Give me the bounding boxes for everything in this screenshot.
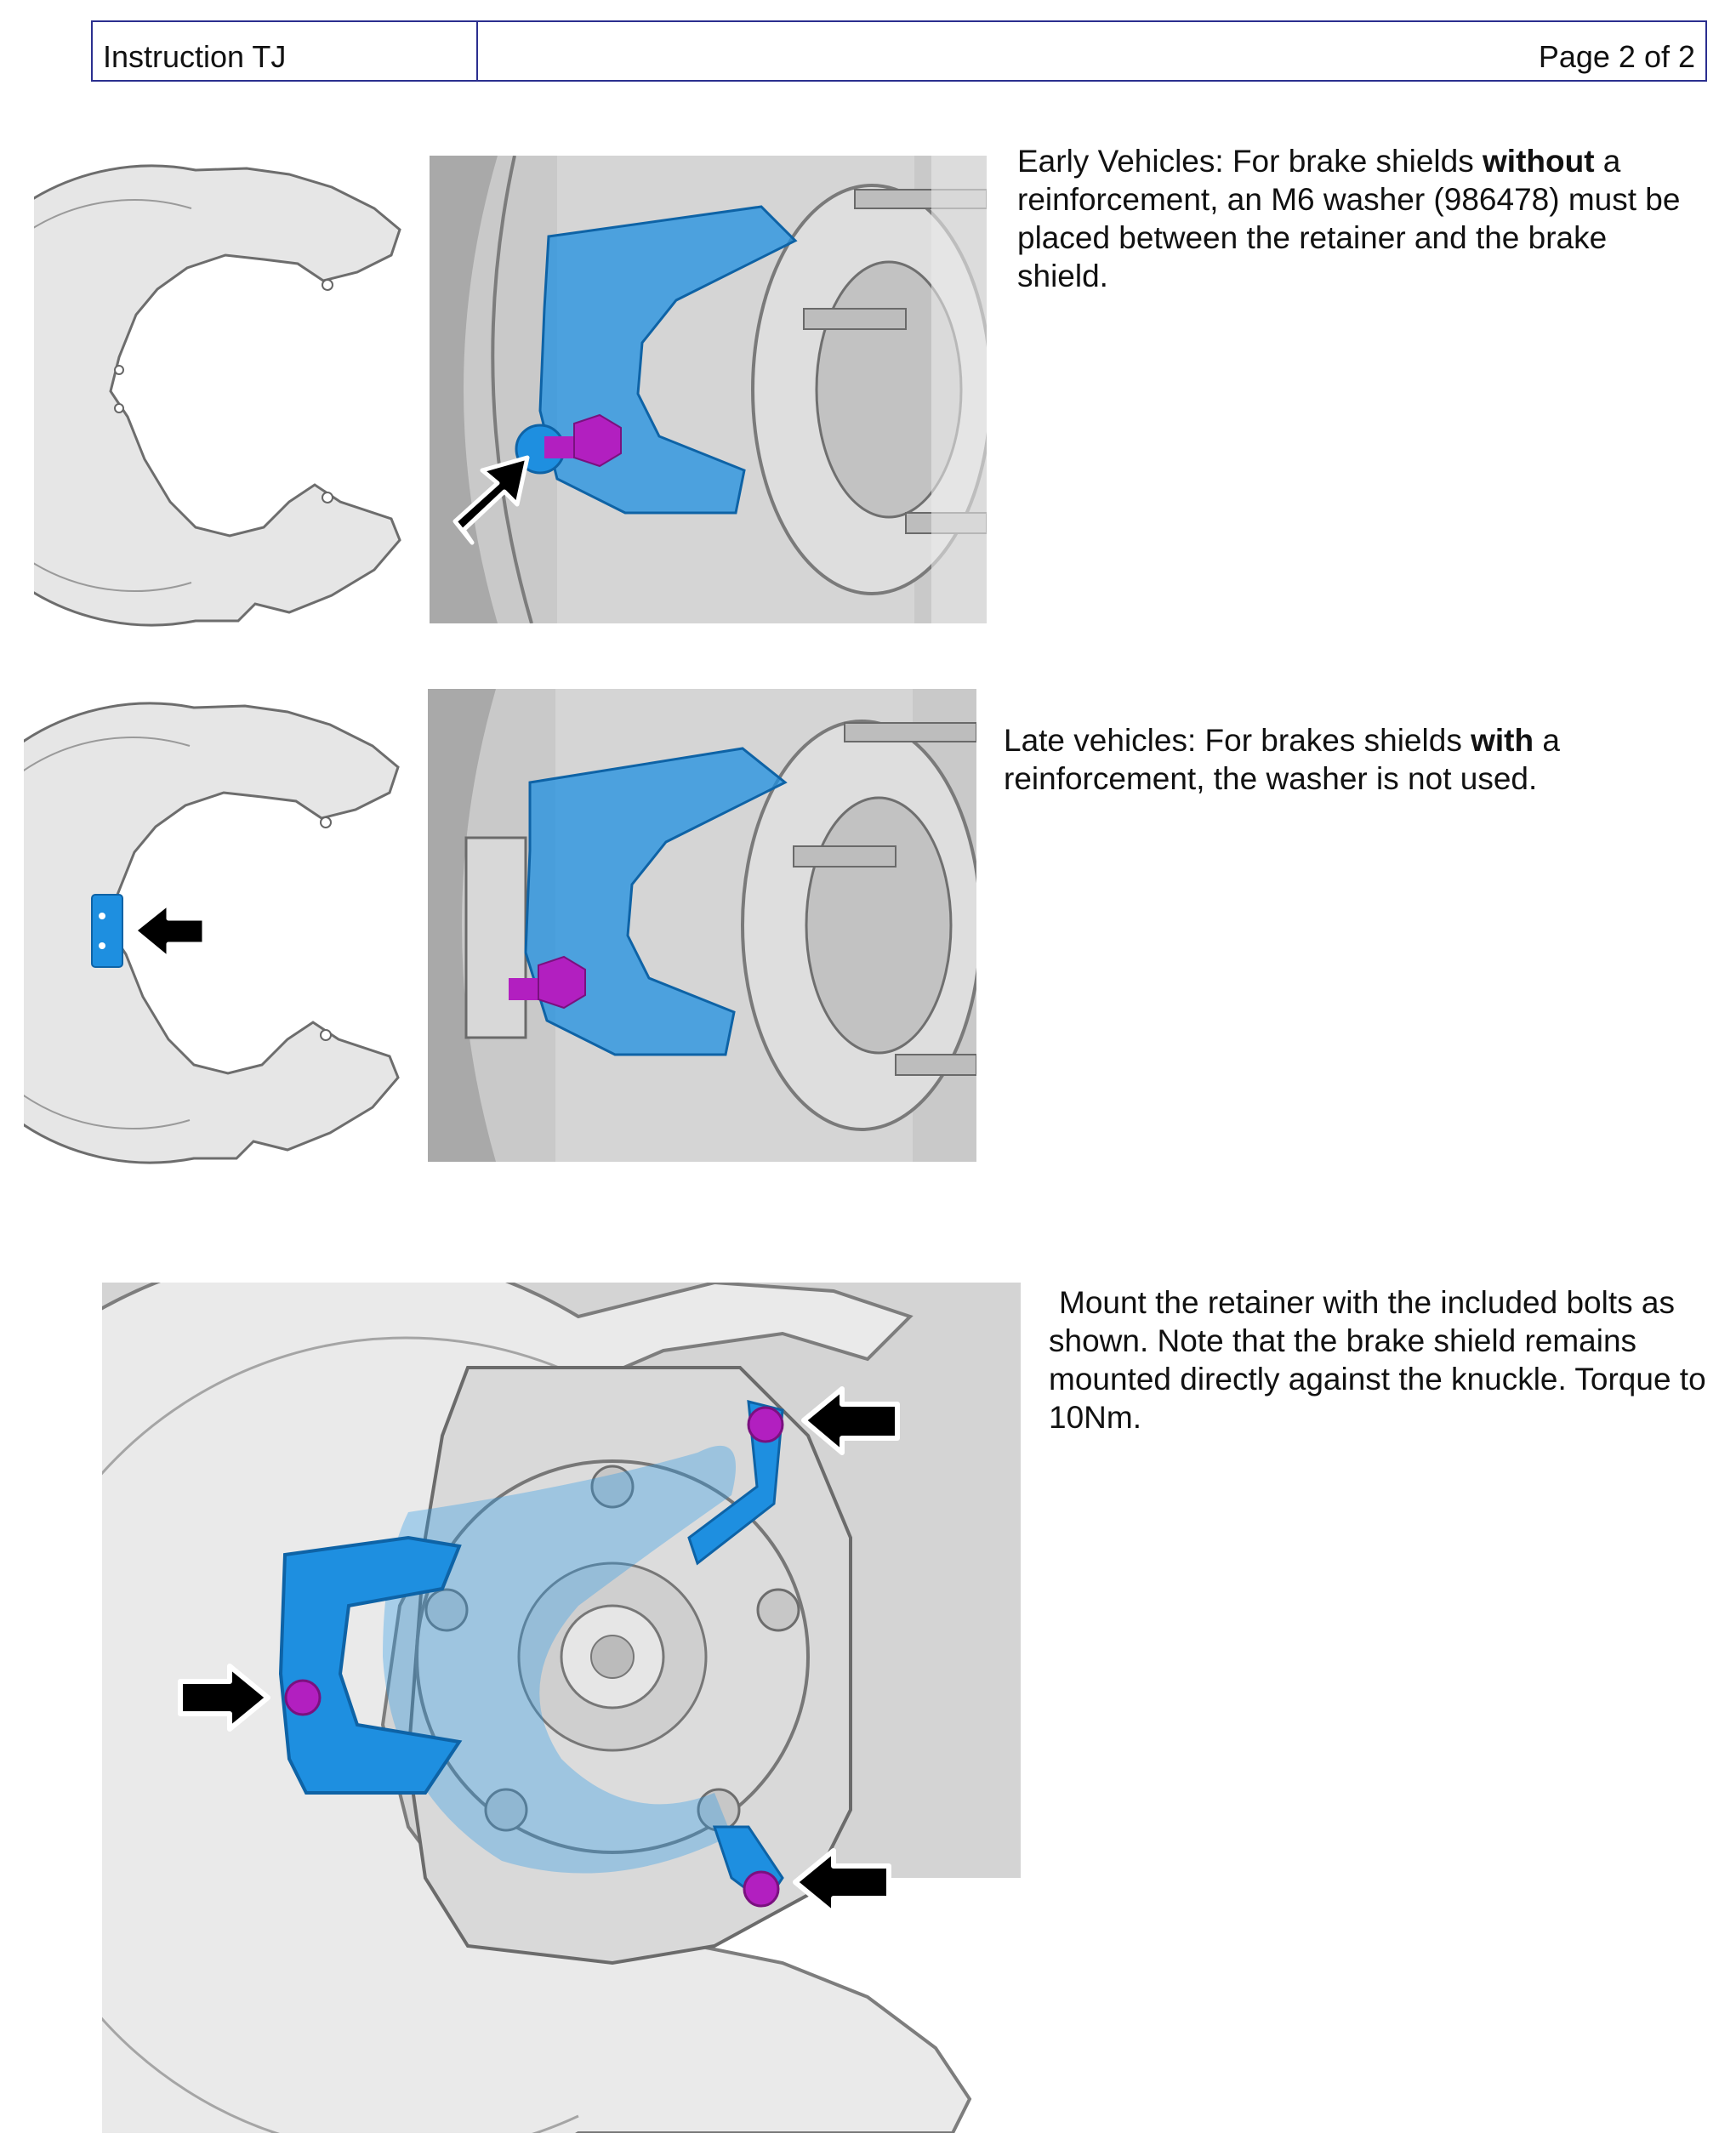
arrow-icon	[132, 901, 207, 961]
page-number: Page 2 of 2	[1538, 39, 1695, 74]
emphasis-without: without	[1483, 144, 1595, 179]
instruction-title: Instruction TJ	[103, 39, 287, 74]
late-vehicles-instruction: Late vehicles: For brakes shields with a…	[1004, 723, 1560, 796]
arrow-icon	[452, 455, 530, 545]
reinforcement-plate	[91, 894, 123, 968]
arrow-icon	[793, 1848, 891, 1916]
header-page-cell: Page 2 of 2	[478, 22, 1705, 80]
brake-shield-illustration-late	[24, 699, 424, 1167]
hub-closeup-early-with-washer	[430, 156, 987, 623]
brake-shield-illustration-early	[34, 162, 425, 629]
mounting-instruction: Mount the retainer with the included bol…	[1049, 1285, 1706, 1435]
early-vehicles-instruction: Early Vehicles: For brake shields withou…	[1017, 144, 1681, 293]
header-title-cell: Instruction TJ	[93, 22, 478, 80]
arrow-icon	[801, 1386, 900, 1455]
emphasis-with: with	[1471, 723, 1534, 758]
page-header: Instruction TJ Page 2 of 2	[91, 20, 1707, 82]
hub-closeup-late-with-reinforcement	[428, 689, 976, 1162]
arrow-icon	[178, 1664, 270, 1732]
retainer-mounting-overview	[102, 1283, 1021, 2133]
